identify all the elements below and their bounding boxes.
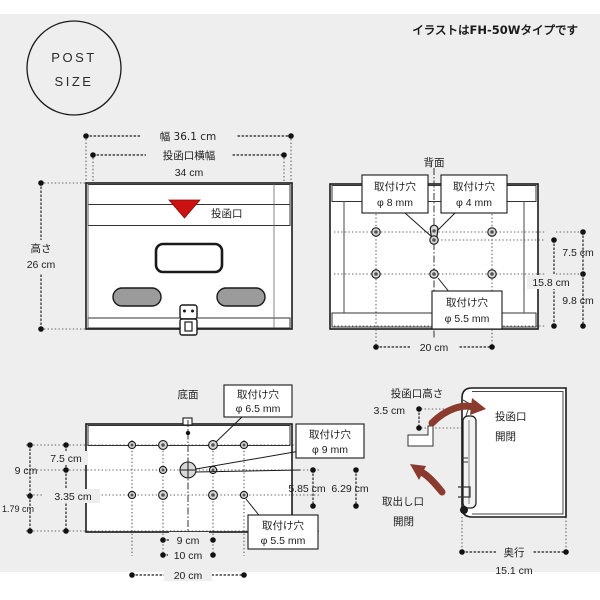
mail-slot-triangle-icon: [168, 199, 201, 219]
hole: [127, 490, 137, 500]
side-body: [407, 387, 567, 518]
back-bottom-gap-value: 9.8 cm: [562, 295, 594, 307]
bottom-view-title: 底面: [178, 388, 199, 401]
post-size-badge: POST SIZE: [26, 20, 122, 116]
front-height-dimension: 高さ 26 cm: [20, 180, 86, 332]
bottom-callout-phi55: 取付け穴 φ 5.5 mm: [245, 498, 319, 550]
back-callout-phi8-value: φ 8 mm: [377, 197, 413, 209]
front-slot-width-label: 投函口横幅: [163, 149, 216, 162]
bottom-callout-phi65-label: 取付け穴: [237, 388, 279, 401]
bottom-left-outer-value: 9 cm: [15, 465, 38, 477]
hole: [208, 440, 218, 450]
bottom-left-bottom-value: 1.79 cm: [2, 504, 34, 514]
back-callout-phi4-value: φ 4 mm: [456, 197, 492, 209]
front-view: 幅 36.1 cm 投函口横幅 34 cm: [20, 128, 294, 336]
back-callout-phi55-label: 取付け穴: [446, 296, 488, 309]
hole: [158, 465, 168, 475]
back-callout-phi4-label: 取付け穴: [453, 180, 495, 193]
back-top-gap-value: 7.5 cm: [562, 247, 594, 259]
side-outlet-openclose-line2: 開閉: [393, 516, 414, 528]
badge-line-2: SIZE: [55, 74, 94, 89]
bottom-callout-phi9: 取付け穴 φ 9 mm: [195, 423, 365, 473]
bottom-right-dimensions: 5.85 cm 6.29 cm: [288, 467, 369, 509]
back-callout-phi55-value: φ 5.5 mm: [445, 313, 490, 325]
back-vertical-dimensions: 15.8 cm 7.5 cm 9.8 cm: [527, 229, 594, 329]
bottom-right-inner-value: 5.85 cm: [288, 483, 326, 495]
side-hinge-pivot: [460, 506, 468, 514]
hole: [239, 440, 249, 450]
back-width-dimension: 20 cm: [373, 339, 495, 354]
back-view-title: 背面: [424, 156, 445, 169]
bottom-view: 底面: [2, 384, 369, 582]
back-view: 背面: [329, 156, 594, 354]
bottom-left-inner-value: 7.5 cm: [50, 453, 82, 465]
front-height-value: 26 cm: [27, 259, 56, 271]
bottom-callout-phi9-label: 取付け穴: [309, 428, 351, 441]
outlet-open-close-arrow: [410, 464, 446, 496]
hole: [487, 227, 497, 237]
hole: [127, 440, 137, 450]
hole: [487, 269, 497, 279]
bottom-callout-phi65-value: φ 6.5 mm: [236, 403, 281, 415]
side-view: 投函口高さ 3.5 cm: [373, 387, 569, 577]
back-width-value: 20 cm: [420, 342, 449, 354]
side-slot-openclose-line2: 開閉: [495, 431, 516, 443]
bottom-callout-phi55-value: φ 5.5 mm: [261, 535, 306, 547]
side-slot-height-label: 投函口高さ: [391, 387, 444, 400]
hole: [208, 490, 218, 500]
front-width-dimension: 幅 36.1 cm: [83, 128, 294, 185]
hole: [429, 269, 439, 279]
bottom-left-lower-value: 3.35 cm: [54, 491, 92, 503]
back-total-span-value: 15.8 cm: [532, 277, 570, 289]
grip-right: [216, 287, 266, 307]
front-height-label: 高さ: [31, 242, 52, 255]
bottom-left-dimensions: 9 cm 1.79 cm 7.5 cm 3.35 cm: [2, 442, 100, 534]
bottom-inner-span-value: 9 cm: [177, 535, 200, 547]
bottom-horizontal-dimensions: 9 cm 10 cm 20 cm: [129, 532, 247, 582]
hole: [158, 440, 168, 450]
header-note: イラストはFH-50Wタイプです: [412, 23, 578, 37]
side-slot-height-value: 3.5 cm: [373, 405, 405, 417]
back-callout-phi4: 取付け穴 φ 4 mm: [436, 174, 508, 232]
bottom-right-outer-value: 6.29 cm: [331, 483, 369, 495]
front-width-label: 幅 36.1 cm: [160, 130, 217, 143]
badge-line-1: POST: [51, 50, 96, 65]
hole-large: [179, 461, 197, 479]
slot-open-close-arrow: [428, 398, 486, 427]
hole: [371, 227, 381, 237]
hole: [158, 490, 168, 500]
grip-left: [112, 287, 162, 307]
bottom-outer-span-value: 10 cm: [174, 550, 203, 562]
front-mailbox-body: 投函口: [85, 182, 293, 336]
keyhole: [429, 224, 439, 245]
side-depth-dimension: 奥行 15.1 cm: [459, 517, 569, 577]
back-callout-phi55: 取付け穴 φ 5.5 mm: [431, 277, 503, 330]
badge-circle: [26, 20, 122, 116]
nameplate-window: [154, 242, 224, 274]
front-mail-slot-label: 投函口: [211, 207, 243, 220]
bottom-width-value: 20 cm: [174, 570, 203, 582]
bottom-callout-phi55-label: 取付け穴: [262, 519, 304, 532]
bottom-callout-phi9-value: φ 9 mm: [312, 444, 348, 456]
side-depth-label: 奥行: [504, 546, 525, 559]
side-slot-openclose-line1: 投函口: [495, 410, 527, 423]
lock-icon: [179, 304, 198, 336]
hole: [371, 269, 381, 279]
back-mounting-holes: [371, 224, 497, 279]
back-callout-phi8: 取付け穴 φ 8 mm: [361, 174, 433, 238]
front-slot-width-value: 34 cm: [175, 167, 204, 179]
bottom-callout-phi65: 取付け穴 φ 6.5 mm: [215, 384, 293, 443]
hole: [239, 490, 249, 500]
hole: [208, 465, 218, 475]
front-slot-width-dimension: 投函口横幅 34 cm: [90, 147, 287, 250]
side-outlet-openclose-line1: 取出し口: [382, 495, 424, 508]
side-depth-value: 15.1 cm: [495, 565, 533, 577]
back-callout-phi8-label: 取付け穴: [374, 180, 416, 193]
